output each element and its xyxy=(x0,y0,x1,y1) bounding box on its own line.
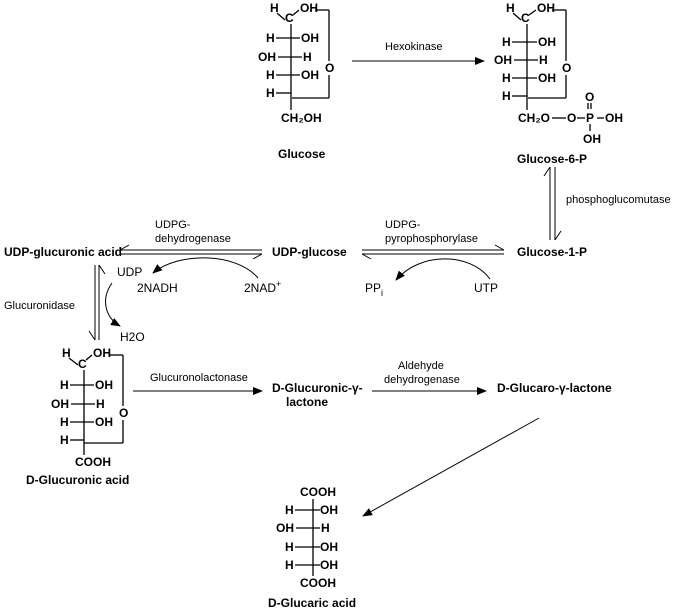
glucuronolactonase-label: Glucuronolactonase xyxy=(150,372,248,384)
d-glucaric-acid-structure: COOH H OH OH H H OH H OH COOH xyxy=(276,485,338,590)
glucose-label: Glucose xyxy=(278,147,326,161)
atom-h: H xyxy=(62,346,71,360)
atom-h: H xyxy=(96,397,105,411)
atom-cooh: COOH xyxy=(300,576,336,590)
atom-o: O xyxy=(567,111,576,125)
udp-label: UDP xyxy=(117,265,142,279)
atom-h: H xyxy=(502,35,511,49)
d-glucuronic-lactone-label-1: D-Glucuronic-γ- xyxy=(272,381,363,395)
hexokinase-label: Hexokinase xyxy=(385,41,442,53)
atom-h: H xyxy=(321,521,330,535)
h2o-label: H2O xyxy=(120,330,145,344)
atom-oh: OH xyxy=(301,68,319,82)
atom-c: C xyxy=(285,11,294,25)
atom-oh: OH xyxy=(320,558,338,572)
ring-oxygen: O xyxy=(325,61,334,75)
dehydrogenase-label-1: UDPG- xyxy=(155,219,191,231)
dehydrogenase-label-2: dehydrogenase xyxy=(155,233,231,245)
atom-cooh: COOH xyxy=(75,455,111,469)
atom-oh: OH xyxy=(320,540,338,554)
atom-h: H xyxy=(266,68,275,82)
atom-oh: OH xyxy=(583,132,601,146)
atom-c: C xyxy=(521,11,530,25)
atom-cooh: COOH xyxy=(300,485,336,499)
d-glucaric-acid-label: D-Glucaric acid xyxy=(268,596,356,610)
glucose-6-p-structure: H C OH O H OH OH H H OH H CH₂O O P OH O … xyxy=(494,1,623,146)
ring-oxygen: O xyxy=(562,61,571,75)
utp-ppi-curve xyxy=(395,258,491,281)
atom-oh: OH xyxy=(95,378,113,392)
atom-c: C xyxy=(78,357,87,371)
atom-h: H xyxy=(285,540,294,554)
atom-h: H xyxy=(266,31,275,45)
atom-h: H xyxy=(506,1,515,15)
atom-h: H xyxy=(270,1,279,15)
atom-oh: OH xyxy=(538,35,556,49)
atom-h: H xyxy=(303,50,312,64)
phosphoglucomutase-label: phosphoglucomutase xyxy=(566,194,671,206)
atom-oh: OH xyxy=(320,503,338,517)
atom-h: H xyxy=(539,53,548,67)
atom-h: H xyxy=(266,86,275,100)
nad-label: 2NAD+ xyxy=(244,279,281,295)
d-glucuronic-lactone-label-2: lactone xyxy=(286,395,328,409)
atom-h: H xyxy=(60,415,69,429)
d-glucuronic-acid-label: D-Glucuronic acid xyxy=(26,473,129,487)
glucose-6-p-label: Glucose-6-P xyxy=(517,152,587,166)
udp-glucuronic-acid-label: UDP-glucuronic acid xyxy=(4,245,122,259)
nad-curve xyxy=(152,257,259,279)
atom-oh: OH xyxy=(301,31,319,45)
atom-h: H xyxy=(285,558,294,572)
atom-p: P xyxy=(586,111,594,125)
atom-oh: OH xyxy=(537,1,555,15)
d-glucuronic-acid-structure: H C OH O H OH OH H H OH H COOH xyxy=(51,346,128,469)
aldehyde-dehydrogenase-label-1: Aldehyde xyxy=(398,360,444,372)
udp-h2o-curve xyxy=(105,282,121,327)
atom-oh: OH xyxy=(258,50,276,64)
utp-label: UTP xyxy=(474,281,498,295)
atom-h: H xyxy=(502,71,511,85)
glucaro-to-glucaric-arrow xyxy=(362,417,540,517)
glucose-1-p-label: Glucose-1-P xyxy=(517,245,587,259)
atom-h: H xyxy=(60,378,69,392)
atom-oh: OH xyxy=(276,521,294,535)
aldehyde-dehydrogenase-label-2: dehydrogenase xyxy=(384,374,460,386)
nadh-label: 2NADH xyxy=(137,281,178,295)
glucose-structure: H C OH O H OH OH H H OH H CH₂OH xyxy=(258,1,334,125)
atom-oh: OH xyxy=(494,53,512,67)
atom-oh: OH xyxy=(51,397,69,411)
atom-h: H xyxy=(502,89,511,103)
atom-ch2o: CH₂O xyxy=(518,111,550,125)
atom-oh: OH xyxy=(93,346,111,360)
atom-oh: OH xyxy=(538,71,556,85)
atom-oh: OH xyxy=(95,415,113,429)
glucuronidase-label: Glucuronidase xyxy=(4,300,75,312)
d-glucaro-lactone-label: D-Glucaro-γ-lactone xyxy=(497,381,612,395)
atom-oh: OH xyxy=(300,1,318,15)
atom-h: H xyxy=(60,433,69,447)
ring-oxygen: O xyxy=(119,406,128,420)
pyrophosphorylase-label-2: pyrophosphorylase xyxy=(385,233,478,245)
atom-o: O xyxy=(585,90,594,104)
udp-glucose-label: UDP-glucose xyxy=(272,245,347,259)
ppi-label: PPi xyxy=(365,281,383,298)
atom-oh: OH xyxy=(605,111,623,125)
atom-h: H xyxy=(285,503,294,517)
pyrophosphorylase-label-1: UDPG- xyxy=(385,219,421,231)
atom-ch2oh: CH₂OH xyxy=(281,111,322,125)
